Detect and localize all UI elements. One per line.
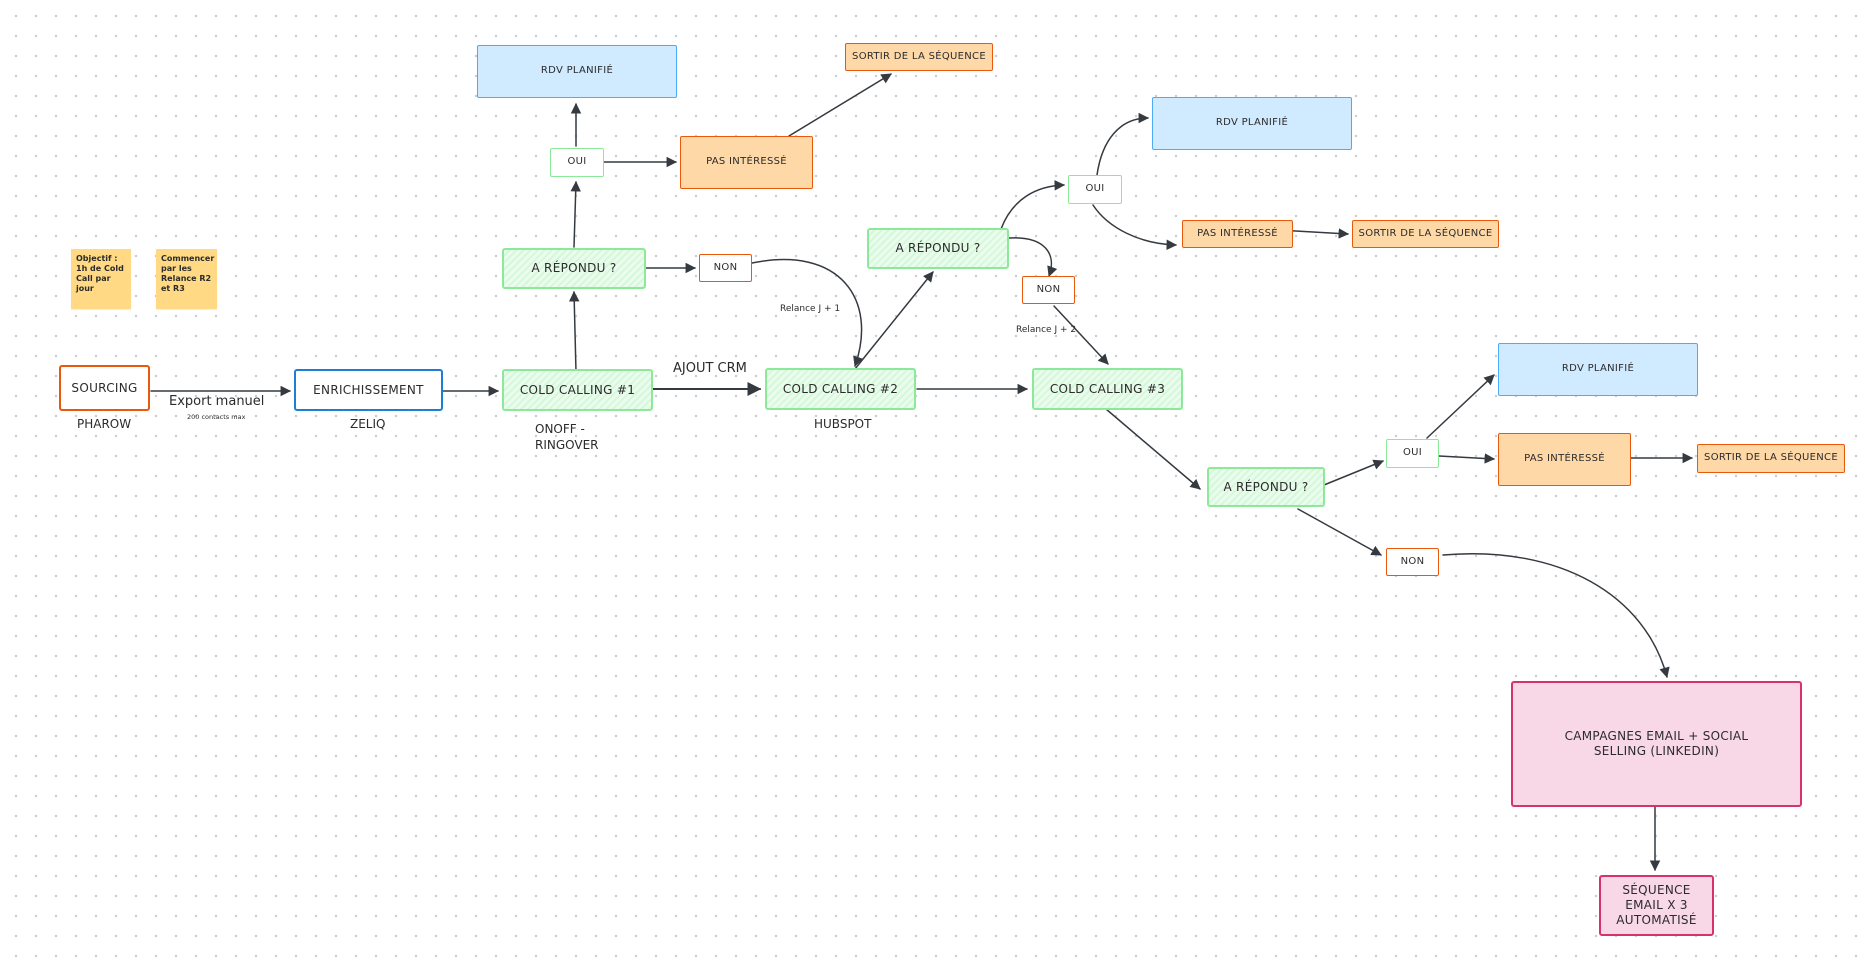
edge-yes2-meeting2 (1096, 112, 1150, 176)
export-label: Export manuel (169, 394, 265, 409)
cold-calling-3-node[interactable]: COLD CALLING #3 (1032, 368, 1183, 410)
edge-question3-yes3 (1323, 459, 1384, 486)
not-interested-node-2[interactable]: PAS INTÉRESSÉ (1182, 220, 1293, 248)
edge-yes2-notinterested2 (1092, 204, 1178, 250)
followup-label-2: Relance J + 2 (1016, 325, 1077, 335)
yes-node-1[interactable]: OUI (550, 148, 604, 177)
meeting-planned-node-1[interactable]: RDV PLANIFIÉ (477, 45, 677, 98)
edge-notinterested1-exit1 (788, 73, 892, 137)
cold-calling-2-node[interactable]: COLD CALLING #2 (765, 368, 916, 410)
answered-question-3[interactable]: A RÉPONDU ? (1207, 467, 1325, 507)
answered-question-1[interactable]: A RÉPONDU ? (502, 248, 646, 289)
edge-no2-call3 (1053, 305, 1109, 365)
edge-question2-no2 (1008, 237, 1058, 277)
cold-calling-2-tool-label: HUBSPOT (814, 417, 872, 431)
exit-sequence-node-2[interactable]: SORTIR DE LA SÉQUENCE (1352, 220, 1499, 248)
edge-question1-yes1 (570, 180, 581, 248)
automated-email-sequence-node[interactable]: SÉQUENCE EMAIL X 3 AUTOMATISÉ (1599, 875, 1714, 936)
followup-label-1: Relance J + 1 (780, 304, 841, 314)
sticky-note-start[interactable]: Commencer par les Relance R2 et R3 (156, 249, 217, 309)
exit-sequence-node-3[interactable]: SORTIR DE LA SÉQUENCE (1697, 444, 1845, 473)
exit-sequence-node-1[interactable]: SORTIR DE LA SÉQUENCE (845, 43, 993, 71)
meeting-planned-node-2[interactable]: RDV PLANIFIÉ (1152, 97, 1352, 150)
meeting-planned-node-3[interactable]: RDV PLANIFIÉ (1498, 343, 1698, 396)
edge-question2-yes2 (1000, 180, 1066, 230)
cold-calling-1-node[interactable]: COLD CALLING #1 (502, 369, 653, 411)
not-interested-node-3[interactable]: PAS INTÉRESSÉ (1498, 433, 1631, 486)
edge-question3-no3 (1297, 508, 1382, 556)
edge-call2-question2 (854, 271, 934, 370)
sticky-note-objective[interactable]: Objectif : 1h de Cold Call par jour (71, 249, 131, 309)
answered-question-2[interactable]: A RÉPONDU ? (867, 228, 1009, 269)
no-node-3[interactable]: NON (1386, 548, 1439, 576)
email-social-campaign-node[interactable]: CAMPAGNES EMAIL + SOCIAL SELLING (LINKED… (1511, 681, 1802, 807)
edge-yes3-notinterested3 (1438, 453, 1496, 464)
crm-label: AJOUT CRM (673, 361, 747, 376)
yes-node-2[interactable]: OUI (1068, 175, 1122, 204)
cold-calling-1-tool-label: ONOFF - RINGOVER (535, 422, 599, 453)
not-interested-node-1[interactable]: PAS INTÉRESSÉ (680, 136, 813, 189)
no-node-1[interactable]: NON (699, 254, 752, 282)
sourcing-node[interactable]: SOURCING (59, 365, 150, 411)
edge-yes3-meeting3 (1426, 374, 1495, 439)
enrichment-node[interactable]: ENRICHISSEMENT (294, 369, 443, 411)
sourcing-tool-label: PHAROW (77, 417, 132, 431)
edge-call3-question3 (1105, 408, 1201, 490)
edge-no1-call2 (751, 258, 864, 367)
export-note: 200 contacts max (187, 413, 246, 421)
yes-node-3[interactable]: OUI (1386, 439, 1439, 468)
edge-no3-campaign (1442, 553, 1670, 679)
enrichment-tool-label: ZELIQ (350, 417, 386, 431)
edge-call1-question1 (568, 290, 580, 373)
no-node-2[interactable]: NON (1022, 276, 1075, 304)
